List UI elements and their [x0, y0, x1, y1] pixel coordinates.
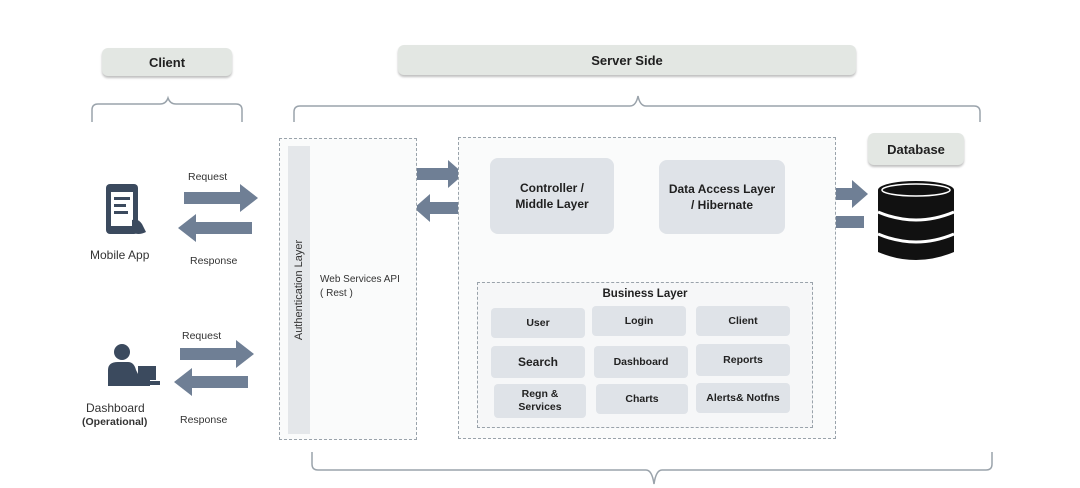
bottom-bracket — [311, 452, 993, 485]
module-charts: Charts — [596, 384, 688, 414]
data-access-line1: Data Access Layer — [668, 182, 776, 196]
to-controller-arrow — [410, 160, 464, 188]
client-header: Client — [102, 48, 232, 76]
database-header: Database — [868, 133, 964, 165]
mobile-request-arrow — [184, 184, 258, 212]
module-search: Search — [491, 346, 585, 378]
mobile-phone-icon — [106, 184, 146, 234]
controller-line2: Middle Layer — [515, 197, 589, 211]
regn-line1: Regn & — [521, 388, 559, 400]
dashboard-response-label: Response — [180, 414, 228, 426]
data-access-line2: / Hibernate — [690, 198, 753, 212]
dashboard-label: Dashboard — [86, 401, 145, 415]
dashboard-sublabel: (Operational) — [82, 416, 148, 428]
auth-layer-label: Authentication Layer — [293, 239, 305, 341]
module-regn-services: Regn & Services — [494, 384, 586, 418]
module-login: Login — [592, 306, 686, 336]
mobile-response-label: Response — [190, 255, 238, 267]
dashboard-response-arrow — [174, 368, 248, 396]
regn-line2: Services — [518, 401, 562, 413]
from-controller-arrow — [414, 194, 468, 222]
webservices-line2: ( Rest ) — [320, 288, 353, 299]
auth-layer-bar — [288, 146, 310, 434]
module-dashboard: Dashboard — [594, 346, 688, 378]
module-client: Client — [696, 306, 790, 336]
webservices-line1: Web Services API — [320, 274, 400, 285]
module-user: User — [491, 308, 585, 338]
controller-box: Controller / Middle Layer — [490, 158, 614, 234]
server-bracket — [293, 95, 981, 122]
business-layer-title: Business Layer — [602, 288, 688, 300]
database-icon — [877, 181, 955, 260]
to-database-arrow — [816, 180, 868, 208]
person-laptop-icon — [108, 344, 160, 386]
dashboard-request-label: Request — [182, 330, 222, 342]
mobile-request-label: Request — [188, 171, 228, 183]
dashboard-request-arrow — [180, 340, 254, 368]
module-alerts: Alerts& Notfns — [696, 383, 790, 413]
mobile-app-label: Mobile App — [90, 248, 150, 262]
mobile-response-arrow — [178, 214, 252, 242]
data-access-box: Data Access Layer / Hibernate — [659, 160, 785, 234]
server-side-header: Server Side — [398, 45, 856, 75]
module-reports: Reports — [696, 344, 790, 376]
controller-line1: Controller / — [519, 181, 584, 195]
client-bracket — [91, 95, 243, 122]
